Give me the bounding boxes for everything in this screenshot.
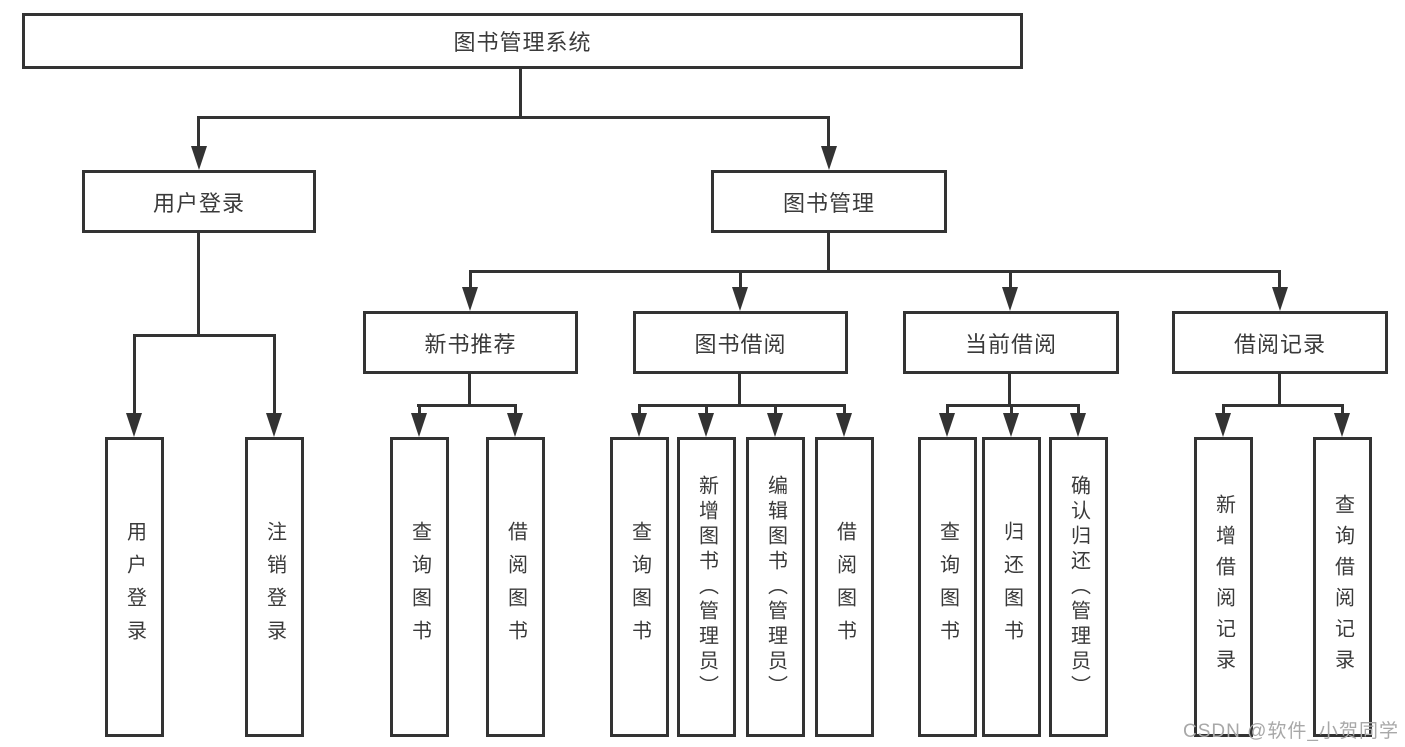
node-book-borrowing: 图书借阅 xyxy=(633,311,848,374)
node-borrowing-records: 借阅记录 xyxy=(1172,311,1388,374)
arrowhead-leaf xyxy=(1215,413,1231,437)
connector-drop-user-login xyxy=(197,116,200,156)
node-logout: 注销登录 xyxy=(245,437,304,737)
node-label: 借阅图书 xyxy=(504,521,527,653)
node-label: 归还图书 xyxy=(1000,521,1023,653)
node-confirm-return-admin: 确认归还（管理员） xyxy=(1049,437,1108,737)
node-label: 借阅记录 xyxy=(1233,331,1326,357)
arrowhead-leaf xyxy=(1334,413,1350,437)
node-label: 用户登录 xyxy=(152,190,245,216)
connector-drop-book-borrow xyxy=(739,270,742,300)
node-current-borrowing: 当前借阅 xyxy=(903,311,1119,374)
connector-root-stem xyxy=(519,66,522,119)
node-label: 借阅图书 xyxy=(833,521,856,653)
arrowhead-login-leaf xyxy=(126,413,142,437)
connector-book-management-stem xyxy=(827,230,830,273)
node-return-books: 归还图书 xyxy=(982,437,1041,737)
connector-level3-rail xyxy=(469,270,1281,273)
node-edit-book-admin: 编辑图书（管理员） xyxy=(746,437,805,737)
arrowhead-leaf xyxy=(767,413,783,437)
arrowhead-new-book xyxy=(462,287,478,311)
connector-user-login-rail xyxy=(133,334,276,337)
connector-book-borrow-stem xyxy=(738,371,741,407)
connector-new-book-rail xyxy=(417,404,517,407)
arrowhead-leaf xyxy=(507,413,523,437)
arrowhead-leaf xyxy=(631,413,647,437)
connector-root-rail xyxy=(197,116,830,119)
node-label: 注销登录 xyxy=(263,521,286,653)
arrowhead-leaf xyxy=(939,413,955,437)
csdn-watermark: CSDN @软件_小贺同学 xyxy=(1183,721,1399,742)
node-label: 新增图书（管理员） xyxy=(695,474,718,700)
connector-current-borrow-rail xyxy=(946,404,1080,407)
connector-borrow-records-stem xyxy=(1278,371,1281,407)
arrowhead-current-borrow xyxy=(1002,287,1018,311)
node-query-books-3: 查询图书 xyxy=(918,437,977,737)
node-query-books-2: 查询图书 xyxy=(610,437,669,737)
node-label: 新书推荐 xyxy=(424,331,517,357)
connector-borrow-records-rail xyxy=(1222,404,1344,407)
node-label: 用户登录 xyxy=(123,521,146,653)
node-label: 图书管理 xyxy=(782,190,875,216)
node-label: 图书管理系统 xyxy=(453,30,592,55)
arrowhead-leaf xyxy=(698,413,714,437)
arrowhead-logout-leaf xyxy=(266,413,282,437)
connector-drop-new-book xyxy=(469,270,472,300)
node-query-books-1: 查询图书 xyxy=(390,437,449,737)
connector-drop-current-borrow xyxy=(1009,270,1012,300)
connector-current-borrow-stem xyxy=(1008,371,1011,407)
node-label: 确认归还（管理员） xyxy=(1067,474,1090,700)
node-label: 查询借阅记录 xyxy=(1331,494,1354,680)
node-user-login: 用户登录 xyxy=(82,170,316,233)
arrowhead-leaf xyxy=(411,413,427,437)
node-label: 查询图书 xyxy=(628,521,651,653)
arrowhead-leaf xyxy=(836,413,852,437)
connector-drop-book-management xyxy=(827,116,830,156)
arrowhead-book-management xyxy=(821,146,837,170)
arrowhead-leaf xyxy=(1070,413,1086,437)
connector-drop-logout-leaf xyxy=(273,334,276,419)
arrowhead-borrow-records xyxy=(1272,287,1288,311)
node-label: 图书借阅 xyxy=(694,331,787,357)
connector-book-borrow-rail xyxy=(638,404,846,407)
node-user-login-leaf: 用户登录 xyxy=(105,437,164,737)
arrowhead-book-borrow xyxy=(732,287,748,311)
node-query-borrow-record: 查询借阅记录 xyxy=(1313,437,1372,737)
connector-new-book-stem xyxy=(468,371,471,407)
node-add-borrow-record: 新增借阅记录 xyxy=(1194,437,1253,737)
node-label: 查询图书 xyxy=(936,521,959,653)
node-add-book-admin: 新增图书（管理员） xyxy=(677,437,736,737)
arrowhead-leaf xyxy=(1003,413,1019,437)
node-borrow-books-1: 借阅图书 xyxy=(486,437,545,737)
node-borrow-books-2: 借阅图书 xyxy=(815,437,874,737)
node-new-book-recommendation: 新书推荐 xyxy=(363,311,578,374)
connector-user-login-stem xyxy=(197,230,200,337)
node-label: 查询图书 xyxy=(408,521,431,653)
arrowhead-user-login xyxy=(191,146,207,170)
node-label: 新增借阅记录 xyxy=(1212,494,1235,680)
node-label: 当前借阅 xyxy=(964,331,1057,357)
node-label: 编辑图书（管理员） xyxy=(764,474,787,700)
connector-drop-borrow-records xyxy=(1278,270,1281,300)
node-book-management: 图书管理 xyxy=(711,170,947,233)
connector-drop-login-leaf xyxy=(133,334,136,419)
node-library-management-system: 图书管理系统 xyxy=(22,13,1023,69)
